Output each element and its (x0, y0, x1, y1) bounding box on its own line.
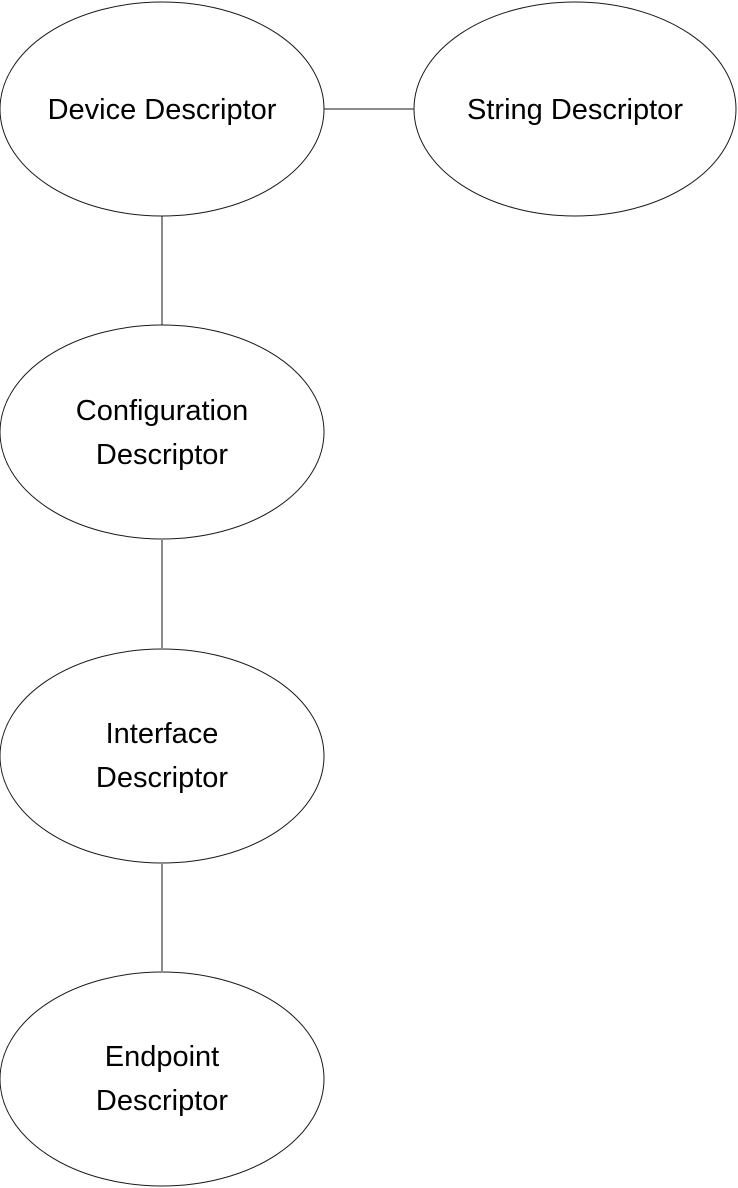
configuration-descriptor-label-line2: Descriptor (96, 439, 228, 471)
interface-descriptor-node: Interface Descriptor (0, 648, 325, 864)
endpoint-descriptor-label-line2: Descriptor (96, 1085, 228, 1117)
configuration-descriptor-node: Configuration Descriptor (0, 324, 325, 540)
endpoint-descriptor-node: Endpoint Descriptor (0, 971, 325, 1187)
configuration-descriptor-label-line1: Configuration (76, 395, 249, 427)
device-descriptor-node: Device Descriptor (0, 1, 325, 217)
endpoint-descriptor-label-line1: Endpoint (105, 1041, 220, 1073)
string-descriptor-node: String Descriptor (413, 1, 737, 217)
interface-descriptor-label-line2: Descriptor (96, 762, 228, 794)
device-descriptor-label: Device Descriptor (48, 94, 277, 126)
interface-descriptor-label-line1: Interface (106, 718, 219, 750)
string-descriptor-label: String Descriptor (467, 94, 683, 126)
